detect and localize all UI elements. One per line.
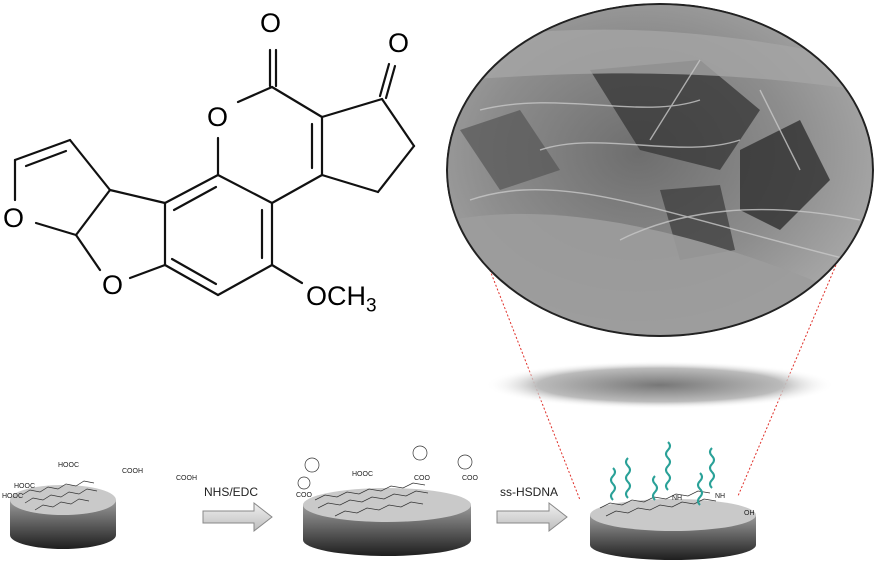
methoxy-group: OCH3 bbox=[306, 281, 377, 317]
electrode-activated: HOOC COO COO COO bbox=[296, 445, 479, 556]
svg-text:COOH: COOH bbox=[122, 468, 143, 475]
svg-text:COO: COO bbox=[414, 475, 431, 482]
atom-furan-o1: O bbox=[3, 203, 25, 233]
dna-strands bbox=[610, 441, 715, 506]
svg-text:HOOC: HOOC bbox=[58, 462, 79, 469]
step2-label: ss-HSDNA bbox=[500, 485, 559, 499]
sem-shadow bbox=[485, 361, 835, 409]
atom-furan-o2: O bbox=[102, 270, 124, 300]
sem-image bbox=[446, 3, 874, 337]
arrow-step1 bbox=[202, 501, 273, 533]
svg-text:NH: NH bbox=[715, 493, 725, 500]
svg-text:COO: COO bbox=[462, 475, 479, 482]
svg-text:HOOC: HOOC bbox=[2, 493, 23, 500]
svg-text:COO: COO bbox=[296, 492, 313, 499]
methoxy-subscript: 3 bbox=[366, 295, 377, 317]
svg-text:OH: OH bbox=[744, 510, 755, 517]
svg-text:NH: NH bbox=[672, 495, 682, 502]
methoxy-label: OCH bbox=[306, 281, 366, 311]
electrode-dna-modified: NH NH OH bbox=[590, 441, 756, 560]
svg-text:HOOC: HOOC bbox=[352, 471, 373, 478]
arrow-step2 bbox=[496, 501, 568, 533]
svg-text:COOH: COOH bbox=[176, 475, 197, 482]
step1-label: NHS/EDC bbox=[204, 485, 259, 499]
atom-carbonyl-o2: O bbox=[388, 28, 410, 58]
svg-text:HOOC: HOOC bbox=[14, 483, 35, 490]
atom-carbonyl-o1: O bbox=[260, 8, 282, 38]
electrode-bare: HOOC HOOC COOH COOH HOOC bbox=[2, 462, 197, 549]
atom-lactone-o: O bbox=[207, 102, 229, 132]
